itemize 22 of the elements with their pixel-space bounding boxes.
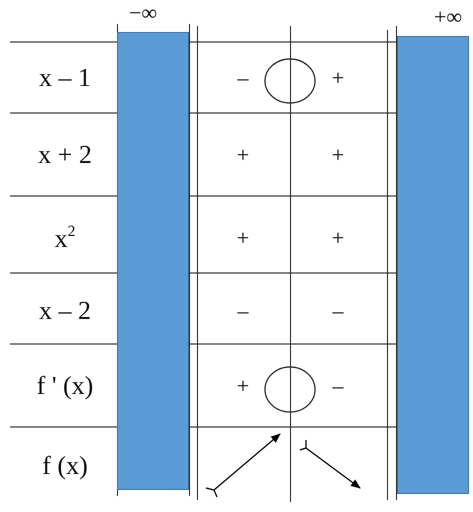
infinity-label: +∞ bbox=[434, 6, 462, 28]
row-label: x – 2 bbox=[39, 298, 91, 324]
row-label: x + 2 bbox=[38, 142, 92, 168]
row-label: x$^{2}$ bbox=[54, 224, 76, 252]
zero-circle bbox=[264, 366, 316, 413]
infinity-label: −∞ bbox=[128, 2, 158, 24]
row-label: f ' (x) bbox=[36, 373, 94, 399]
sign-symbol: + bbox=[332, 227, 344, 249]
sign-symbol: – bbox=[332, 300, 344, 322]
sign-symbol: – bbox=[332, 375, 344, 397]
sign-symbol: + bbox=[332, 67, 344, 89]
row-label: x – 1 bbox=[39, 65, 91, 91]
sign-symbol: + bbox=[236, 227, 250, 249]
zero-circle bbox=[264, 58, 316, 104]
sign-symbol: + bbox=[236, 144, 250, 166]
row-label: f (x) bbox=[42, 453, 88, 479]
shaded-bar bbox=[397, 36, 469, 494]
sign-symbol: + bbox=[236, 375, 250, 397]
sign-symbol: + bbox=[332, 144, 344, 166]
sign-symbol: – bbox=[238, 300, 248, 322]
shaded-bar bbox=[117, 32, 189, 490]
sign-symbol: – bbox=[238, 67, 248, 89]
